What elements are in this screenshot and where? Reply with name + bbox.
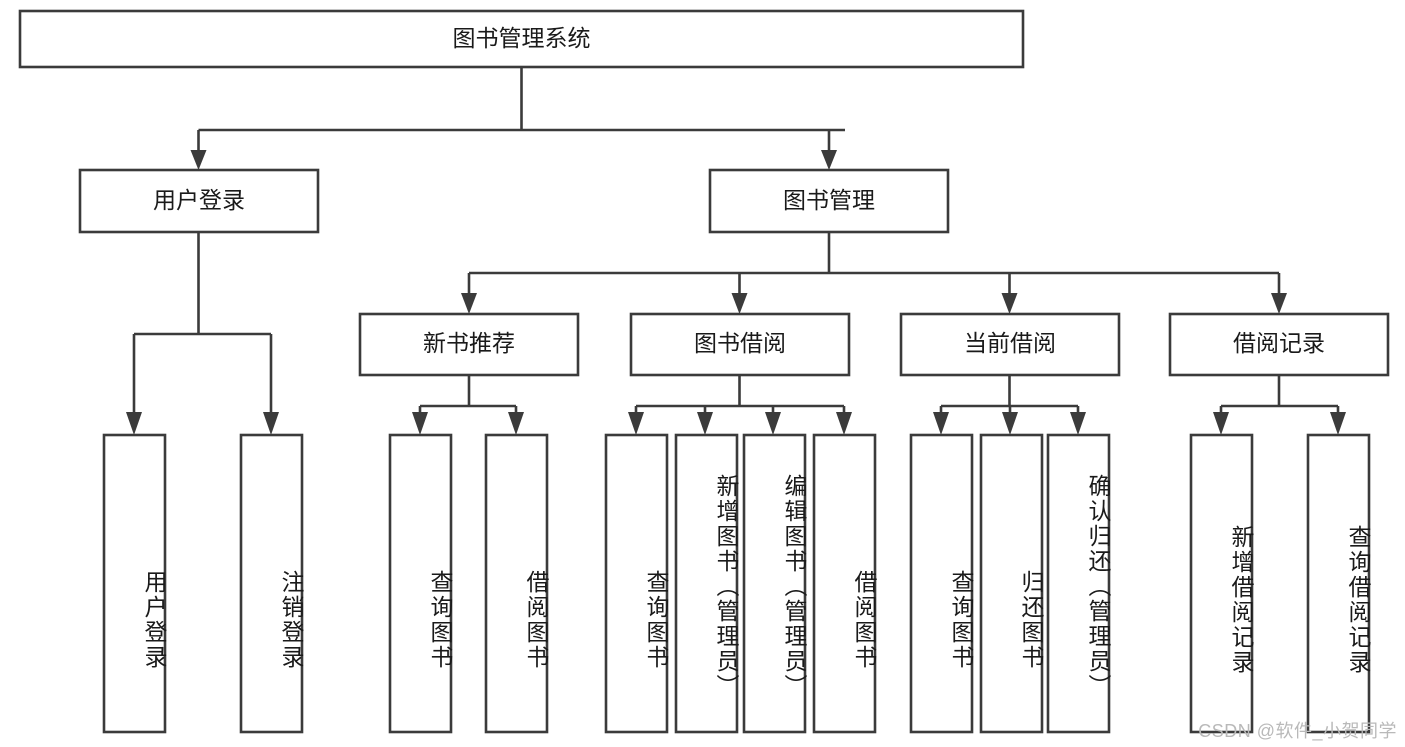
node-user-login-box[interactable] <box>78 168 320 234</box>
leaf-box-borrow-book-newrec[interactable] <box>484 433 549 734</box>
leaf-box-query-borrow-record[interactable] <box>1306 433 1371 734</box>
leaf-box-logout[interactable] <box>239 433 304 734</box>
arrowhead-current-leaf-1 <box>933 412 949 435</box>
arrowhead-current-leaf-2 <box>1002 412 1018 435</box>
node-book-mgmt-label: 图书管理 <box>783 187 875 213</box>
leaf-box-return-book[interactable] <box>979 433 1044 734</box>
arrowhead-new-books-leaf-2 <box>508 412 524 435</box>
leaf-box-query-book-borrow[interactable] <box>604 433 669 734</box>
watermark-text: CSDN @软件_小贺同学 <box>1198 721 1397 741</box>
node-new-books-box[interactable] <box>358 312 580 377</box>
arrowhead-borrow-leaf-3 <box>765 412 781 435</box>
leaf-box-add-borrow-record[interactable] <box>1189 433 1254 734</box>
node-layer: 图书管理系统 用户登录 图书管理 新书推荐 图书借阅 当前借阅 借阅记录 <box>18 9 1390 734</box>
node-user-login-label: 用户登录 <box>153 187 245 213</box>
arrowhead-to-new-books <box>461 293 477 314</box>
arrowhead-borrow-leaf-4 <box>836 412 852 435</box>
arrowhead-new-books-leaf-1 <box>412 412 428 435</box>
node-root-box[interactable] <box>18 9 1025 69</box>
arrowhead-current-leaf-3 <box>1070 412 1086 435</box>
arrowhead-user-login-leaf-2 <box>263 412 279 435</box>
leaf-box-query-book-current[interactable] <box>909 433 974 734</box>
arrowhead-records-leaf-2 <box>1330 412 1346 435</box>
arrowhead-root-to-user-login <box>190 150 207 170</box>
arrowhead-root-to-book-mgmt <box>821 150 837 170</box>
leaf-box-add-book-admin[interactable] <box>674 433 739 734</box>
arrowhead-records-leaf-1 <box>1213 412 1229 435</box>
arrowhead-to-current <box>1001 293 1018 314</box>
node-book-mgmt-box[interactable] <box>708 168 950 234</box>
connector-layer <box>126 67 1346 435</box>
node-borrow-records-label: 借阅记录 <box>1233 330 1325 356</box>
node-borrow-box[interactable] <box>629 312 851 377</box>
leaf-box-edit-book-admin[interactable] <box>742 433 807 734</box>
node-borrow-label: 图书借阅 <box>694 330 786 356</box>
leaf-box-query-book-newrec[interactable] <box>388 433 453 734</box>
arrowhead-borrow-leaf-1 <box>628 412 644 435</box>
node-borrow-records-box[interactable] <box>1168 312 1390 377</box>
leaf-box-confirm-return-admin[interactable] <box>1046 433 1111 734</box>
node-current-borrow-label: 当前借阅 <box>964 330 1056 356</box>
arrowhead-borrow-leaf-2 <box>697 412 713 435</box>
node-new-books-label: 新书推荐 <box>423 330 515 356</box>
leaf-box-user-login[interactable] <box>102 433 167 734</box>
arrowhead-to-borrow <box>731 293 748 314</box>
arrowhead-user-login-leaf-1 <box>126 412 142 435</box>
arrowhead-to-records <box>1271 293 1287 314</box>
node-current-borrow-box[interactable] <box>899 312 1121 377</box>
node-root-label: 图书管理系统 <box>453 25 591 51</box>
leaf-box-borrow-book[interactable] <box>812 433 877 734</box>
